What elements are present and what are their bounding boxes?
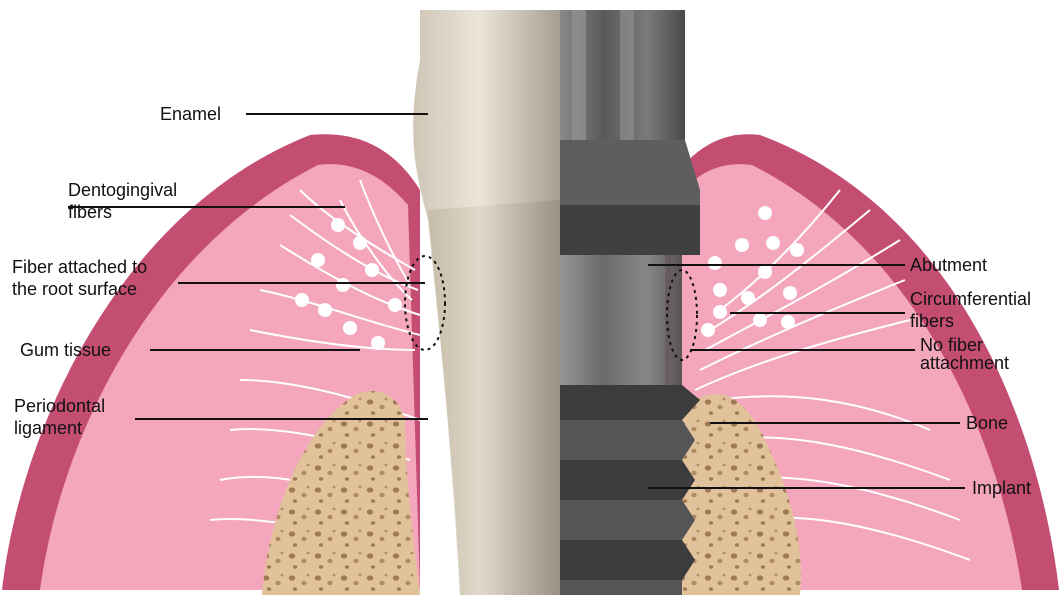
label-abutment: Abutment <box>910 255 987 275</box>
abutment-collar <box>560 140 700 205</box>
label-implant: Implant <box>972 478 1031 498</box>
label-gum-tissue: Gum tissue <box>20 340 111 360</box>
label-dentogingival-line1: Dentogingival <box>68 180 177 200</box>
label-no-fiber-line1: No fiber <box>920 335 983 355</box>
label-circumferential-line2: fibers <box>910 311 954 331</box>
label-dentogingival-line2: fibers <box>68 202 112 222</box>
label-periodontal-line1: Periodontal <box>14 396 105 416</box>
label-fiber-attached-line1: Fiber attached to <box>12 257 147 277</box>
label-fiber-attached-line2: the root surface <box>12 279 137 299</box>
label-periodontal-line2: ligament <box>14 418 82 438</box>
label-circumferential-line1: Circumferential <box>910 289 1031 309</box>
natural-tooth <box>413 10 560 595</box>
abutment-neck <box>560 205 700 255</box>
label-bone: Bone <box>966 413 1008 433</box>
implant-fixture <box>560 10 700 595</box>
label-enamel: Enamel <box>160 104 221 124</box>
implant-threads <box>560 385 700 595</box>
label-no-fiber-line2: attachment <box>920 353 1009 373</box>
